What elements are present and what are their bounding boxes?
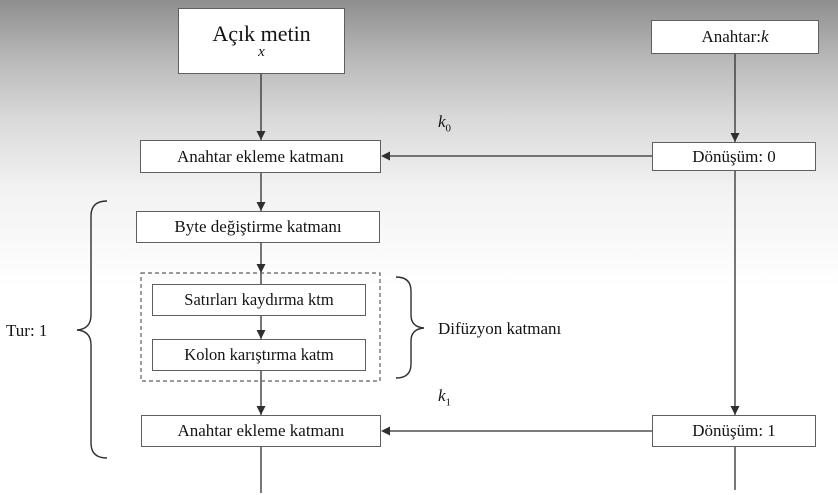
plaintext-label: Açık metin (212, 20, 311, 46)
mix-columns-label: Kolon karıştırma katm (184, 344, 334, 364)
plaintext-variable: x (258, 44, 265, 61)
shift-rows-box: Satırları kaydırma ktm (152, 284, 366, 316)
key-box: Anahtar: k (651, 20, 819, 54)
shift-rows-label: Satırları kaydırma ktm (184, 289, 334, 309)
arrowhead-into-transform1 (730, 406, 740, 415)
transform-0-label: Dönüşüm: 0 (692, 146, 776, 166)
diffusion-layer-label: Difüzyon katmanı (438, 319, 562, 338)
k0-subscript: 0 (445, 122, 452, 135)
transform-0-box: Dönüşüm: 0 (652, 142, 816, 171)
add-key-layer-2-label: Anahtar ekleme katmanı (177, 421, 345, 441)
k1-subscript: 1 (445, 396, 452, 409)
arrowhead-into-transform0 (730, 133, 740, 142)
transform-1-box: Dönüşüm: 1 (652, 415, 816, 447)
arrowhead-k1-left (381, 426, 390, 436)
byte-substitution-box: Byte değiştirme katmanı (136, 211, 380, 243)
round-label: Tur: 1 (6, 321, 48, 340)
arrowhead-k0-left (381, 151, 390, 161)
key-variable: k (760, 27, 769, 47)
diffusion-brace (395, 276, 425, 379)
add-key-layer-2-box: Anahtar ekleme katmanı (141, 415, 381, 447)
k1-label: k1 (438, 386, 451, 408)
add-key-layer-1-box: Anahtar ekleme katmanı (140, 140, 381, 173)
plaintext-box: Açık metin x (178, 8, 345, 74)
arrowhead-into-mixcolumns (256, 330, 266, 339)
k0-base: k (438, 112, 446, 131)
transform-1-label: Dönüşüm: 1 (692, 421, 776, 441)
arrowhead-into-bytesub (256, 202, 266, 211)
k1-base: k (438, 386, 446, 405)
arrowhead-into-diffusion-box (256, 264, 266, 273)
key-label: Anahtar: (701, 27, 761, 47)
mix-columns-box: Kolon karıştırma katm (152, 339, 366, 371)
byte-substitution-label: Byte değiştirme katmanı (174, 217, 342, 237)
arrowhead-into-addkey2 (256, 406, 266, 415)
arrowhead-into-addkey1 (256, 131, 266, 140)
add-key-layer-1-label: Anahtar ekleme katmanı (176, 146, 345, 166)
k0-label: k0 (438, 112, 451, 134)
round-brace (76, 200, 108, 459)
